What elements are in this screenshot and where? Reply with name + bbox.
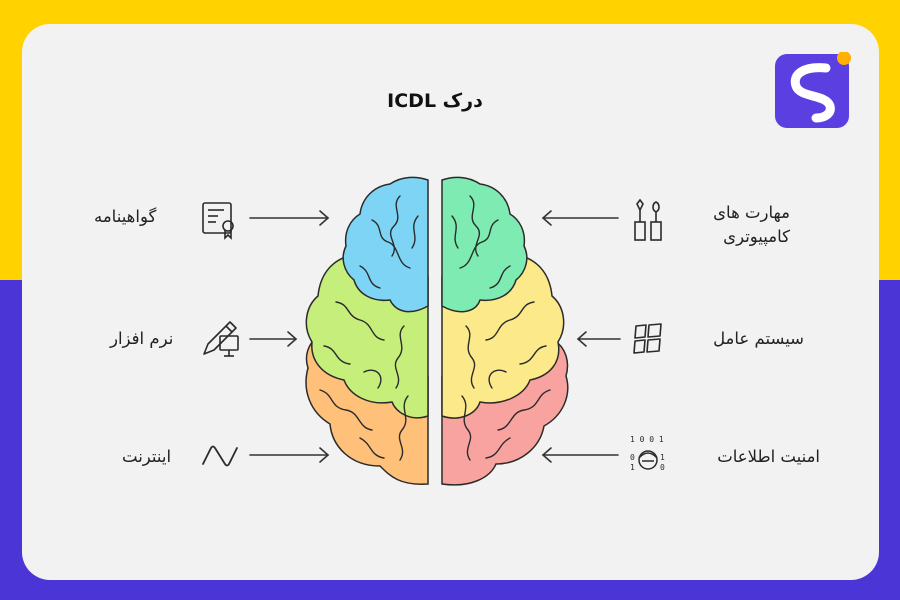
pencil-monitor-icon	[203, 321, 239, 357]
diagram-title: درک ICDL	[387, 90, 483, 112]
svg-text:0: 0	[660, 463, 665, 472]
certificate-icon	[202, 202, 234, 240]
topic-computer-skills-line2: کامپیوتری	[723, 227, 790, 246]
brain-right-mint	[441, 176, 528, 313]
topic-os: سیستم عامل	[713, 329, 804, 348]
svg-text:0: 0	[630, 453, 635, 462]
hacker-binary-icon: 1 0 0 1 0 1 1 0	[630, 435, 665, 472]
brain-left-blue	[342, 176, 429, 313]
tools-icon	[634, 198, 662, 241]
topic-security: امنیت اطلاعات	[717, 447, 820, 466]
topic-internet: اینترنت	[122, 447, 172, 466]
topic-computer-skills-line1: مهارت های	[713, 203, 790, 222]
brain-illustration	[305, 176, 569, 486]
topic-software: نرم افزار	[110, 329, 174, 348]
topic-certificate: گواهینامه	[94, 207, 157, 226]
svg-text:1 0 0 1: 1 0 0 1	[630, 435, 664, 444]
wave-icon	[202, 445, 238, 467]
brand-logo	[775, 52, 851, 128]
windows-icon	[633, 323, 662, 354]
svg-text:1: 1	[660, 453, 665, 462]
svg-text:1: 1	[630, 463, 635, 472]
